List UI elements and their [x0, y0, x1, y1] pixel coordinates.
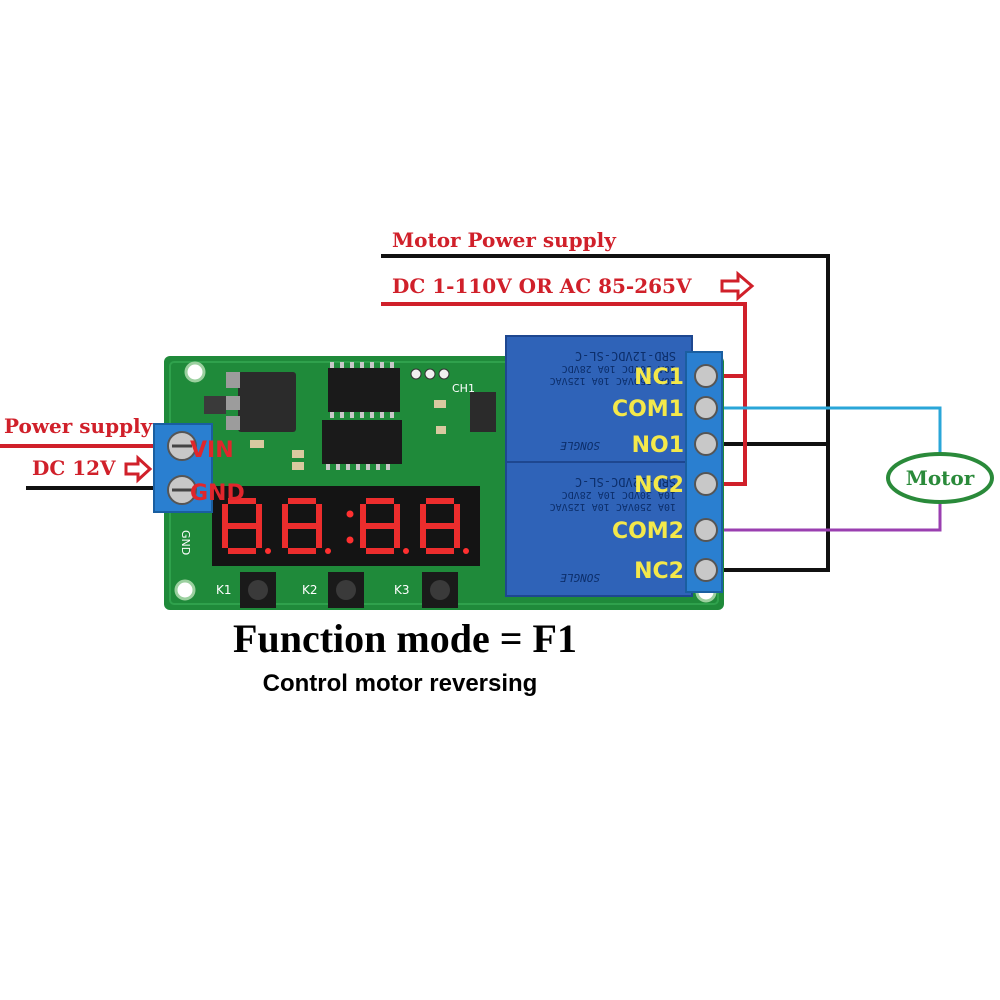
button-k2[interactable]: K2	[302, 572, 364, 608]
display-digit	[360, 498, 409, 554]
ic-chip-1	[328, 368, 400, 412]
relay-terminal-screw[interactable]	[694, 472, 718, 496]
relay-1-brand: SONGLE	[560, 439, 600, 452]
relay-terminal-label: NC2	[634, 473, 684, 498]
relay-terminal-screw[interactable]	[694, 396, 718, 420]
motor-power-black-wire	[381, 254, 830, 572]
function-mode-subtitle: Control motor reversing	[262, 670, 538, 697]
display-colon	[346, 536, 354, 544]
motor-power-red-wire	[381, 302, 747, 486]
gnd-label: GND	[190, 481, 245, 506]
relay-2-model: SRD-12VDC-SL-C	[575, 475, 676, 489]
wires	[0, 254, 942, 572]
dc-12v-arrow-icon	[124, 454, 153, 484]
relay-1-model: SRD-12VDC-SL-C	[575, 349, 676, 363]
motor-symbol	[886, 452, 994, 504]
motor-label: Motor	[906, 466, 975, 490]
relay-terminal-screw[interactable]	[694, 518, 718, 542]
relay-terminal-label: NO1	[632, 433, 684, 458]
button-k1[interactable]: K1	[216, 572, 276, 608]
relay-1-rating-2: 10A 30VDC 10A 28VDC	[562, 363, 676, 374]
relay-1: SRD-12VDC-SL-C 10A 250VAC 10A 125VAC 10A…	[505, 335, 693, 465]
relay-terminal-screw[interactable]	[694, 558, 718, 582]
ic-chip-2	[322, 420, 402, 464]
motor: Motor	[886, 452, 994, 504]
relay-terminal-label: NC2	[634, 559, 684, 584]
relay-terminal-screw[interactable]	[694, 432, 718, 456]
relay-terminal-label: COM2	[612, 519, 684, 544]
power-supply-label: Power supply	[4, 414, 154, 438]
motor-voltage-label: DC 1-110V OR AC 85-265V	[392, 274, 692, 298]
relay-terminal-screw[interactable]	[694, 364, 718, 388]
display-digit	[222, 498, 271, 554]
button-k1-label: K1	[216, 583, 232, 597]
button-k3-label: K3	[394, 583, 410, 597]
com2-purple-wire	[710, 498, 942, 532]
relay-1-rating-1: 10A 250VAC 10A 125VAC	[550, 375, 676, 386]
power-terminal-block	[153, 423, 213, 513]
relay-terminal-block	[685, 351, 723, 593]
display-colon	[346, 510, 354, 518]
relay-2-brand: SONGLE	[560, 571, 600, 584]
com1-cyan-wire	[710, 406, 942, 457]
motor-power-supply-label: Motor Power supply	[392, 228, 617, 252]
relay-terminal-label: COM1	[612, 397, 684, 422]
dc-12v-label: DC 12V	[32, 456, 116, 480]
display-digit	[420, 498, 469, 554]
display-digits	[222, 498, 469, 554]
display-digit	[282, 498, 331, 554]
button-k3[interactable]: K3	[394, 572, 458, 608]
board-gnd-label: GND	[179, 530, 192, 555]
relay-terminal-label: NC1	[634, 365, 684, 390]
relay-2: SRD-12VDC-SL-C 10A 250VAC 10A 125VAC 10A…	[505, 461, 693, 597]
button-k2-label: K2	[302, 583, 318, 597]
vin-label: VIN	[190, 438, 234, 463]
voltage-regulator	[238, 372, 296, 432]
motor-voltage-arrow-icon	[720, 270, 755, 302]
relay-2-rating-1: 10A 250VAC 10A 125VAC	[550, 501, 676, 512]
relay-2-rating-2: 10A 30VDC 10A 28VDC	[562, 489, 676, 500]
function-mode-title: Function mode = F1	[233, 616, 577, 661]
chip-label: CH1	[452, 382, 475, 395]
